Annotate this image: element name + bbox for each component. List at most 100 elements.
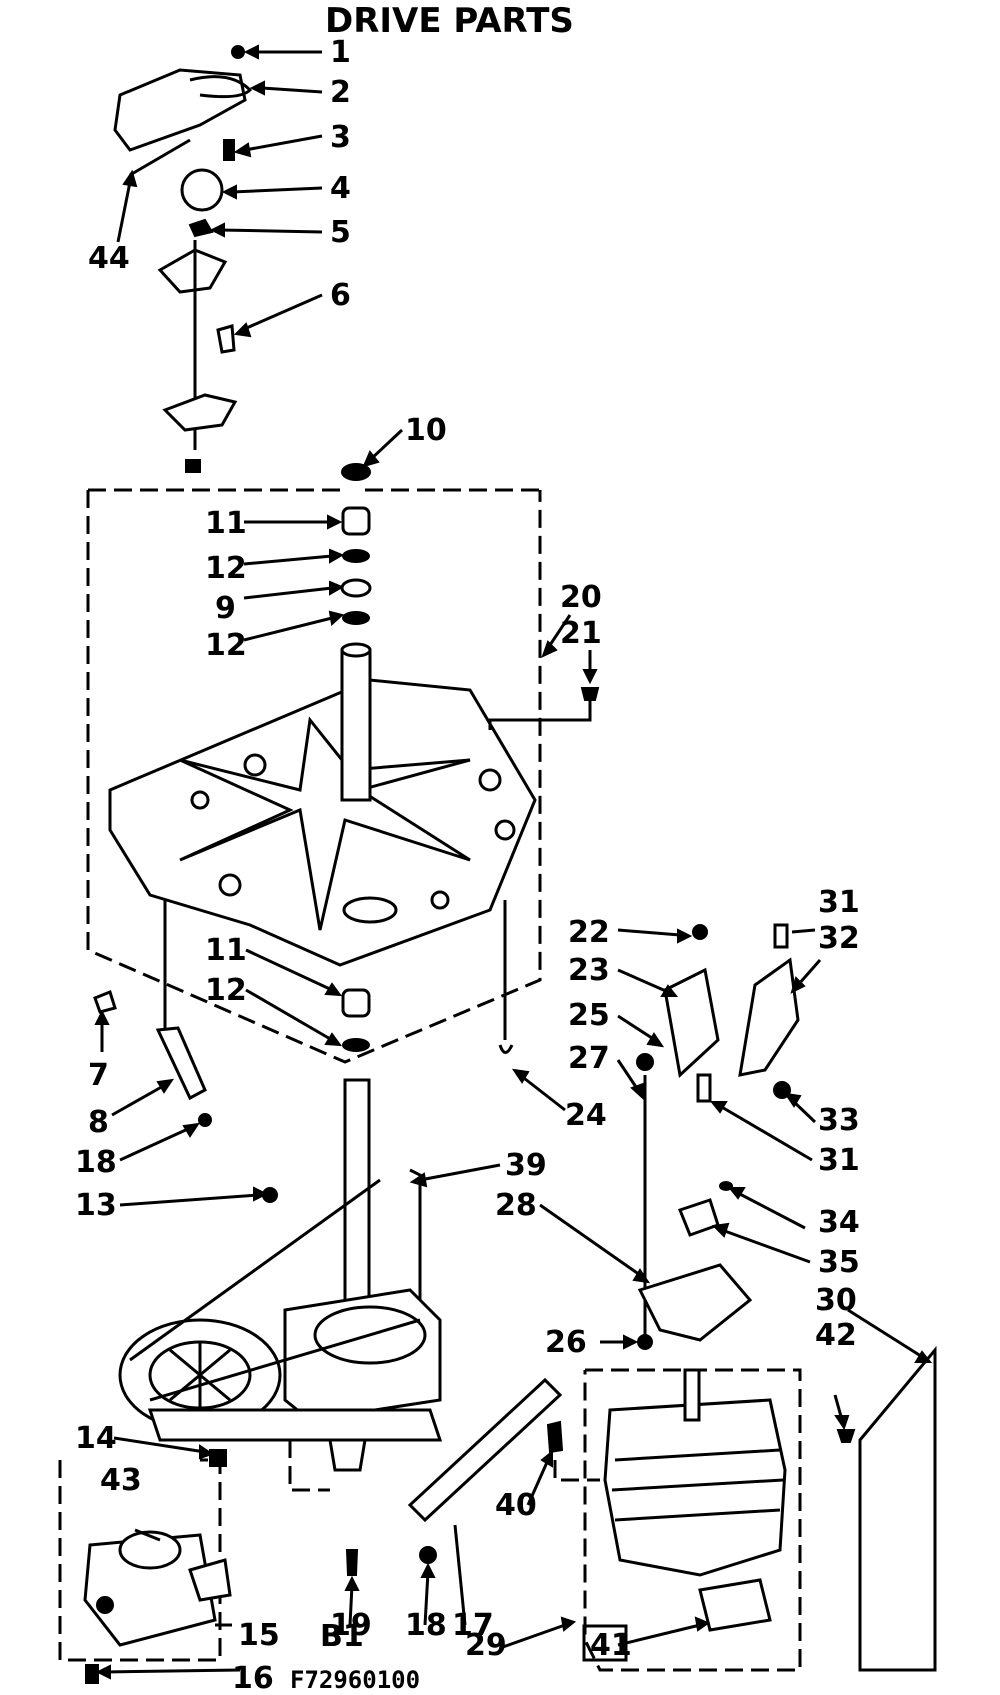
clip-24: [498, 1044, 514, 1054]
bracket-2: [113, 68, 247, 152]
section-code: B1: [320, 1619, 364, 1654]
callout-42: 42: [815, 1318, 857, 1353]
base-ribs: [179, 716, 471, 931]
screw-19: [345, 1549, 359, 1576]
knob-4: [180, 168, 224, 212]
callout-41-box: [582, 1624, 628, 1662]
pump-body: [83, 1533, 217, 1647]
callout-8: 8: [88, 1105, 109, 1140]
motor-29: [603, 1398, 787, 1577]
lever-top: [157, 248, 228, 294]
top-bracket-assembly: [113, 45, 253, 473]
callout-25: 25: [568, 998, 610, 1033]
bushing-11: [341, 506, 371, 536]
callout-4: 4: [330, 171, 351, 206]
callout-12-bottom: 12: [205, 973, 247, 1008]
seal-9: [340, 578, 372, 598]
callout-27: 27: [568, 1041, 610, 1076]
clip-bracket: [328, 1438, 367, 1472]
bushing-35: [678, 1198, 720, 1237]
callout-2: 2: [330, 75, 351, 110]
fastener-42: [836, 1429, 856, 1443]
kit-boundary-upper: [86, 490, 542, 1064]
callout-20: 20: [560, 580, 602, 615]
bolt-21: [580, 687, 600, 701]
nut-26: [637, 1334, 653, 1350]
callout-28: 28: [495, 1188, 537, 1223]
callout-16: 16: [232, 1661, 274, 1695]
callout-33: 33: [818, 1103, 860, 1138]
callout-17: 17: [452, 1608, 494, 1643]
screw-16: [85, 1664, 99, 1684]
nut-1: [231, 45, 245, 59]
screw-6: [216, 324, 236, 354]
callout-14: 14: [75, 1421, 117, 1456]
bushing-11b: [341, 988, 371, 1018]
link-17: [407, 1377, 563, 1523]
callout-22: 22: [568, 915, 610, 950]
nut-27: [636, 1053, 654, 1071]
callout-11-top: 11: [205, 506, 247, 541]
switch-bracket-assembly: [636, 923, 800, 1335]
rod-44: [129, 138, 191, 177]
nut-18: [198, 1113, 212, 1127]
switch-41: [698, 1578, 772, 1632]
callout-40: 40: [495, 1488, 537, 1523]
callout-21: 21: [560, 616, 602, 651]
callout-24: 24: [565, 1098, 607, 1133]
washer-12b: [342, 611, 370, 625]
callout-9: 9: [215, 591, 236, 626]
base-plate: [108, 678, 537, 967]
cap-5: [188, 218, 214, 238]
callout-10: 10: [405, 413, 447, 448]
callout-44: 44: [88, 241, 130, 276]
clip-14: [209, 1449, 227, 1467]
access-panel: [833, 1308, 937, 1672]
nut-bottom: [185, 459, 201, 473]
base-plate-assembly: [93, 463, 600, 1127]
callout-12-mid: 12: [205, 628, 247, 663]
callout-3: 3: [330, 120, 351, 155]
motor-shaft: [683, 1368, 701, 1422]
callout-labels: 1 2 3 4 5 6 44 10 11 12 9 12 20 21 11 12…: [75, 35, 860, 1695]
nut-18b: [419, 1546, 437, 1564]
callout-13: 13: [75, 1188, 117, 1223]
bracket-23: [663, 967, 720, 1078]
link-8: [155, 1026, 207, 1101]
callout-30: 30: [815, 1283, 857, 1318]
center-post: [340, 648, 372, 802]
screw-40: [546, 1420, 564, 1454]
callout-29: 29: [465, 1628, 507, 1663]
figure-code: F72960100: [290, 1666, 420, 1694]
callout-31-top: 31: [818, 885, 860, 920]
screw-31a: [773, 923, 789, 949]
callout-18-left: 18: [75, 1145, 117, 1180]
callout-35: 35: [818, 1245, 860, 1280]
callout-32: 32: [818, 921, 860, 956]
callout-6: 6: [330, 278, 351, 313]
pump-impeller: [118, 1530, 182, 1570]
washer-12c: [342, 1038, 370, 1052]
diagram-title: DRIVE PARTS: [325, 1, 574, 41]
screw-31b: [696, 1073, 712, 1103]
pump-assembly: [83, 1530, 232, 1684]
nut-10: [341, 463, 371, 481]
lever-bottom: [162, 393, 238, 432]
mounting-frame: [147, 1408, 443, 1442]
callout-11-bottom: 11: [205, 933, 247, 968]
screw-3: [223, 139, 235, 161]
gearcase-assembly: [118, 1078, 563, 1576]
motor-assembly: [546, 1368, 787, 1632]
callout-31-bottom: 31: [818, 1143, 860, 1178]
belt-39: [129, 1178, 421, 1402]
nut-22: [692, 924, 708, 940]
callout-39: 39: [505, 1148, 547, 1183]
motor-kit-boundary: [583, 1368, 802, 1672]
callout-19: 19: [330, 1608, 372, 1643]
callout-34: 34: [818, 1205, 860, 1240]
callout-43: 43: [100, 1463, 142, 1498]
callout-12-top: 12: [205, 551, 247, 586]
callout-7: 7: [88, 1058, 109, 1093]
callout-15: 15: [238, 1618, 280, 1653]
